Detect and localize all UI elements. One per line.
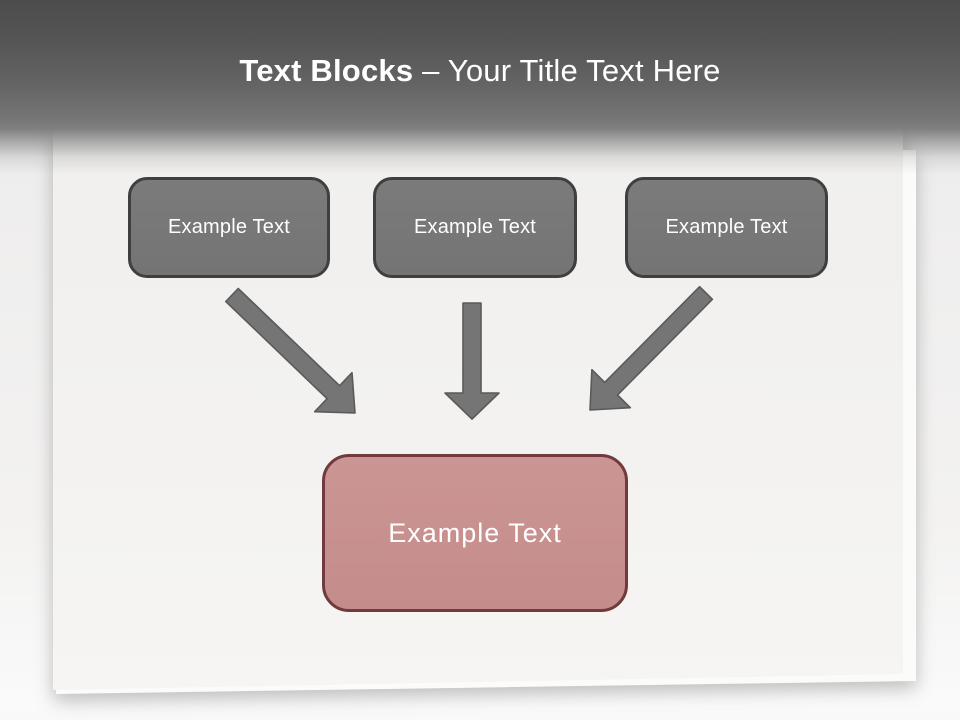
arrow-down-left-icon <box>589 285 714 411</box>
text-block-1: Example Text <box>128 177 330 278</box>
callout-label: Example Text <box>388 517 562 548</box>
arrow-down-icon <box>444 302 500 420</box>
text-block-1-label: Example Text <box>167 216 291 238</box>
text-block-3-label: Example Text <box>665 216 788 238</box>
arrow-down-right-icon <box>225 287 356 414</box>
callout-block: Example Text <box>322 454 628 612</box>
text-block-3: Example Text <box>625 177 828 278</box>
text-block-2-label: Example Text <box>413 216 537 238</box>
text-block-2: Example Text <box>373 177 577 278</box>
